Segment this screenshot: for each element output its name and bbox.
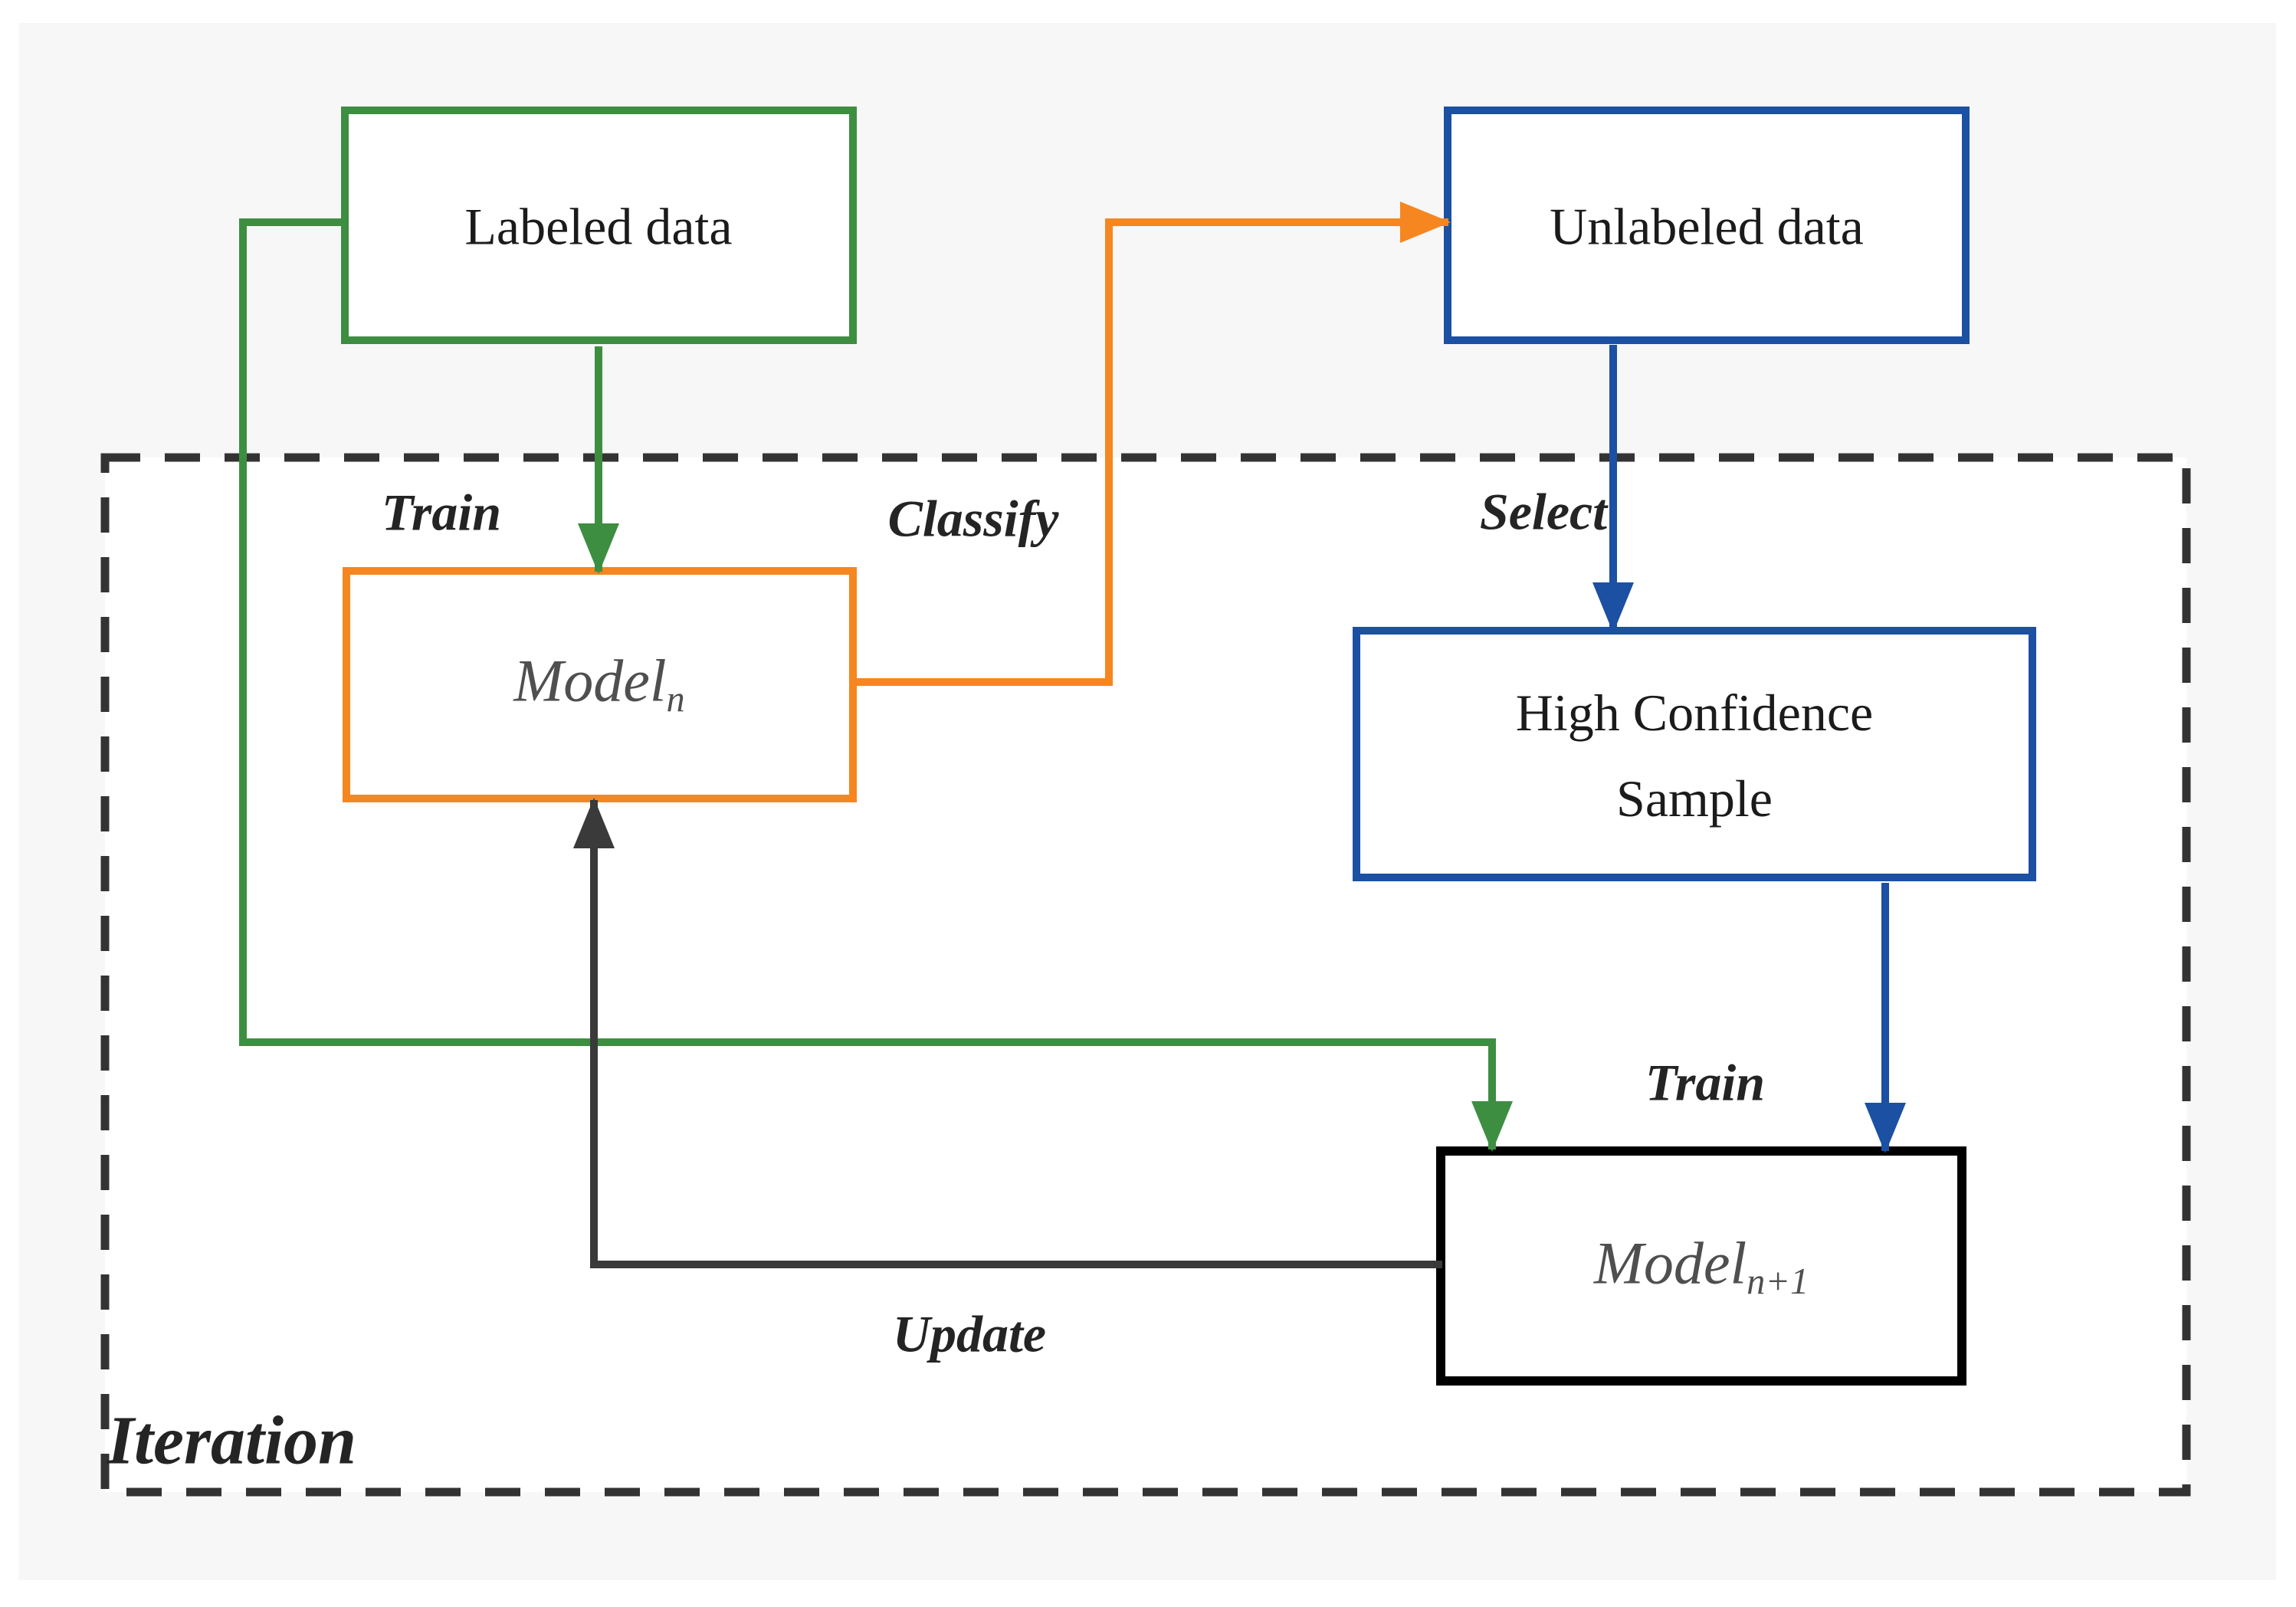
- model-n-label-subscript: n: [666, 678, 685, 720]
- model-n1-box: [1436, 1146, 1966, 1386]
- high-confidence-line2: Sample: [1616, 769, 1773, 828]
- model-n-label: Modeln: [513, 649, 684, 719]
- high-confidence-line1: High Confidence: [1515, 684, 1874, 742]
- labeled-data-label: Labeled data: [464, 197, 733, 256]
- arrow-labeled-to-modeln1-loop: [239, 218, 1514, 1152]
- edge-label-select: Select: [1479, 482, 1608, 541]
- model-n1-label-subscript: n+1: [1747, 1261, 1809, 1302]
- high-confidence-sample-box: [1353, 627, 2036, 881]
- unlabeled-data-box: [1444, 107, 1970, 344]
- model-n1-label: Modeln+1: [1594, 1231, 1809, 1301]
- model-n-label-base: Model: [513, 647, 667, 714]
- model-n1-label-base: Model: [1593, 1229, 1747, 1297]
- arrow-update-modeln1-to-modeln: [572, 798, 1442, 1268]
- arrow-classify-modeln-to-unlabeled: [855, 201, 1451, 686]
- iteration-label: Iteration: [107, 1402, 357, 1479]
- high-confidence-sample-label: High Confidence Sample: [1516, 670, 1873, 841]
- unlabeled-data-label: Unlabeled data: [1550, 197, 1864, 256]
- edge-label-update: Update: [892, 1304, 1047, 1363]
- edge-label-train-bottom: Train: [1645, 1053, 1766, 1112]
- model-n-box: [343, 567, 857, 802]
- edge-label-classify: Classify: [887, 489, 1059, 548]
- edge-label-train-top: Train: [381, 483, 502, 542]
